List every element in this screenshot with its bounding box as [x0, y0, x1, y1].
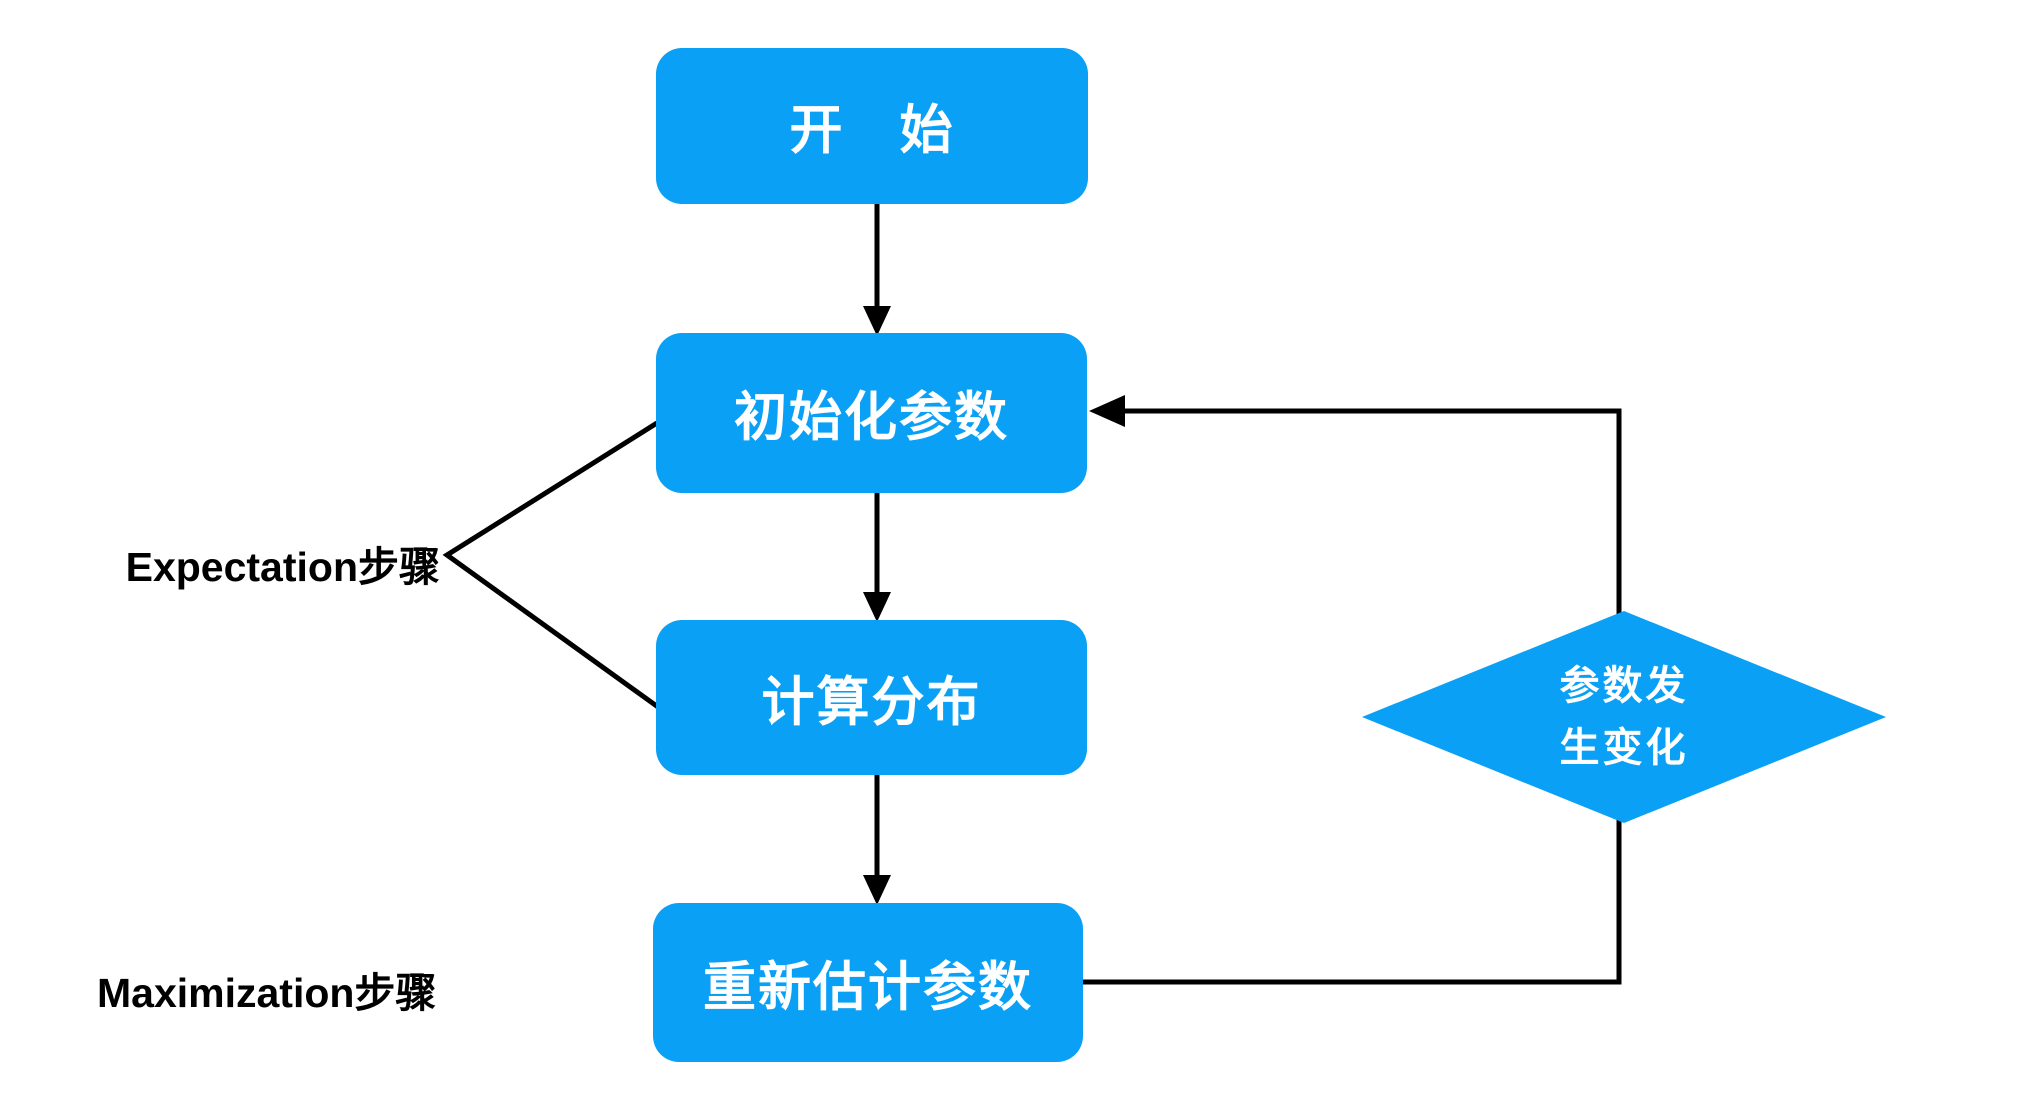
flow-node-initialize-params: 初始化参数 [656, 333, 1087, 493]
flow-node-start: 开 始 [656, 48, 1088, 204]
flow-node-initialize-params-label: 初始化参数 [734, 388, 1009, 447]
flow-node-reestimate-params: 重新估计参数 [653, 903, 1083, 1062]
arrow-compute-to-reestimate-head [863, 875, 891, 905]
arrow-init-to-compute-head [863, 592, 891, 622]
flow-node-start-label: 开 始 [789, 101, 955, 160]
flow-node-reestimate-params-label: 重新估计参数 [703, 957, 1033, 1017]
decision-label-line2: 生变化 [1559, 726, 1689, 770]
decision-label-line1: 参数发 [1559, 664, 1689, 708]
label-maximization-step-text: Maximization步骤 [97, 970, 437, 1016]
label-maximization-step: Maximization步骤 [97, 959, 436, 1019]
arrow-start-to-init-head [863, 306, 891, 336]
label-expectation-step-text: Expectation步骤 [125, 544, 440, 590]
expectation-bracket [442, 420, 660, 710]
flow-node-compute-distribution: 计算分布 [656, 620, 1087, 775]
label-expectation-step: Expectation步骤 [100, 533, 440, 593]
flow-node-compute-distribution-label: 计算分布 [761, 672, 982, 732]
feedback-loop-arrowhead [1089, 395, 1125, 427]
